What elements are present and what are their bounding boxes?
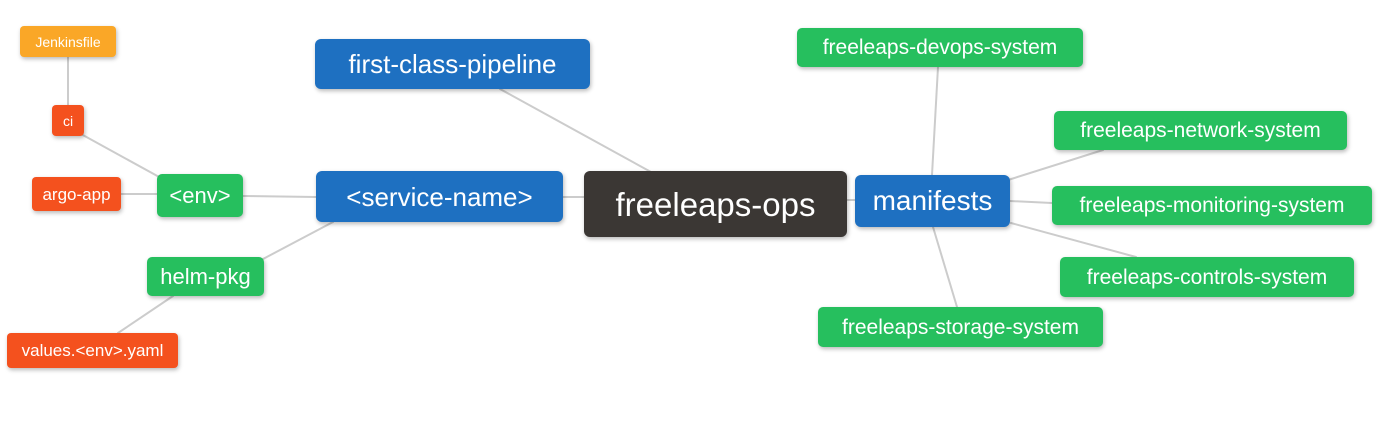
node-freeleaps-network-system[interactable]: freeleaps-network-system — [1054, 111, 1347, 150]
node-freeleaps-devops-system[interactable]: freeleaps-devops-system — [797, 28, 1083, 67]
edge-ci-env — [80, 133, 162, 179]
edge-pipeline-root — [499, 88, 652, 173]
edge-env-service-name — [242, 195, 317, 198]
edge-manifests-storage — [932, 226, 958, 308]
edge-helm-pkg-service-name — [262, 221, 334, 260]
node-ci[interactable]: ci — [52, 105, 84, 136]
node-service-name[interactable]: <service-name> — [316, 171, 563, 222]
edge-values-helm-pkg — [117, 295, 174, 334]
node-first-class-pipeline[interactable]: first-class-pipeline — [315, 39, 590, 89]
node-argo-app[interactable]: argo-app — [32, 177, 121, 211]
edge-devops-manifests — [931, 66, 939, 176]
node-values-env-yaml[interactable]: values.<env>.yaml — [7, 333, 178, 368]
edge-manifests-monitoring — [1009, 200, 1053, 204]
node-freeleaps-monitoring-system[interactable]: freeleaps-monitoring-system — [1052, 186, 1372, 225]
node-freeleaps-ops-root[interactable]: freeleaps-ops — [584, 171, 847, 237]
node-jenkinsfile[interactable]: Jenkinsfile — [20, 26, 116, 57]
node-env[interactable]: <env> — [157, 174, 243, 217]
node-freeleaps-storage-system[interactable]: freeleaps-storage-system — [818, 307, 1103, 347]
node-freeleaps-controls-system[interactable]: freeleaps-controls-system — [1060, 257, 1354, 297]
node-helm-pkg[interactable]: helm-pkg — [147, 257, 264, 296]
edge-manifests-network — [1007, 149, 1104, 181]
node-manifests[interactable]: manifests — [855, 175, 1010, 227]
edge-manifests-controls — [1010, 222, 1137, 258]
